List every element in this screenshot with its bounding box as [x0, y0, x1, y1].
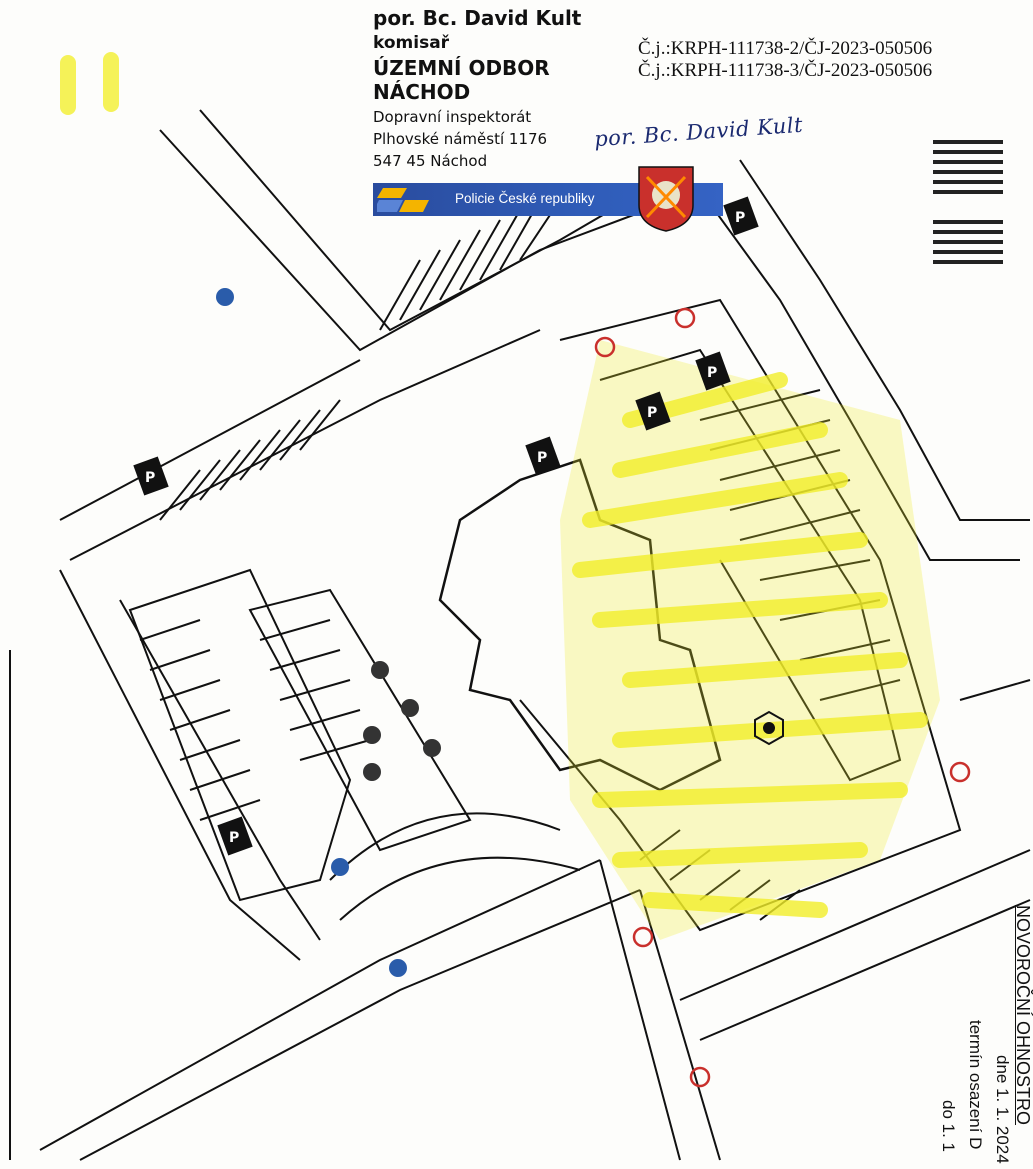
side-install: termín osazení D [966, 1020, 985, 1150]
church-footprint [438, 458, 722, 792]
road-east-lower [679, 849, 1031, 1001]
parking-block-center [248, 588, 472, 852]
parking-lot-east [519, 298, 962, 932]
coat-of-arms-icon [638, 166, 694, 232]
road-west-lower [119, 599, 321, 941]
trees [363, 661, 441, 781]
official-stamp: por. Bc. David Kult komisař ÚZEMNÍ ODBOR… [373, 6, 633, 170]
dense-table-block [933, 140, 1003, 264]
road-east-stub [959, 679, 1031, 701]
road-east-edge [699, 189, 1020, 561]
police-logo-icon [377, 188, 429, 212]
svg-text:P: P [537, 450, 547, 466]
stripes-west-lower [139, 619, 261, 821]
road-west-edge [59, 359, 361, 521]
stamp-rank: komisař [373, 33, 450, 53]
svg-text:P: P [145, 470, 155, 486]
side-until: do 1. 1 [939, 1100, 958, 1152]
stripes-north [379, 199, 561, 331]
parking-signs [133, 196, 759, 856]
parking-block-west [128, 568, 352, 902]
reference-2: Č.j.:KRPH-111738-3/ČJ-2023-050506 [638, 60, 933, 82]
stamp-unit: ÚZEMNÍ ODBOR NÁCHOD [373, 56, 550, 105]
stripes-center [259, 619, 371, 761]
road-south-east-b [639, 889, 721, 1161]
side-date: dne 1. 1. 2024 [993, 1055, 1012, 1164]
curve-road-b [339, 856, 581, 921]
svg-text:P: P [647, 405, 657, 421]
road-north-edge [159, 129, 701, 352]
curve-road-a [329, 812, 561, 881]
road-south-edge [39, 859, 601, 1151]
stamp-name: por. Bc. David Kult [373, 6, 582, 30]
reference-numbers: Č.j.:KRPH-111738-2/ČJ-2023-050506 Č.j.:K… [638, 38, 932, 83]
road-west-inner [69, 329, 541, 561]
road-south-inner [79, 889, 641, 1161]
svg-text:P: P [707, 365, 717, 381]
monument-octagon [754, 710, 784, 746]
info-signs [216, 288, 407, 977]
stamp-department: Dopravní inspektorát [373, 108, 532, 127]
road-east-outer [739, 159, 1030, 521]
road-west-lower-outer [59, 569, 301, 961]
no-stopping-signs [594, 307, 971, 1088]
svg-text:P: P [229, 830, 239, 846]
stamp-street: Plhovské náměstí 1176 [373, 130, 548, 149]
police-banner-text: Policie České republiky [455, 191, 595, 206]
road-south-east-a [599, 859, 681, 1161]
stamp-city: 547 45 Náchod [373, 152, 488, 171]
parking-island [599, 348, 902, 782]
side-title: NOVOROČNÍ OHNOSTRO [1013, 905, 1033, 1126]
reference-1: Č.j.:KRPH-111738-2/ČJ-2023-050506 [638, 38, 933, 59]
stripes-west-upper [159, 399, 341, 521]
svg-text:P: P [735, 210, 745, 226]
road-east-lower-b [699, 899, 1031, 1041]
